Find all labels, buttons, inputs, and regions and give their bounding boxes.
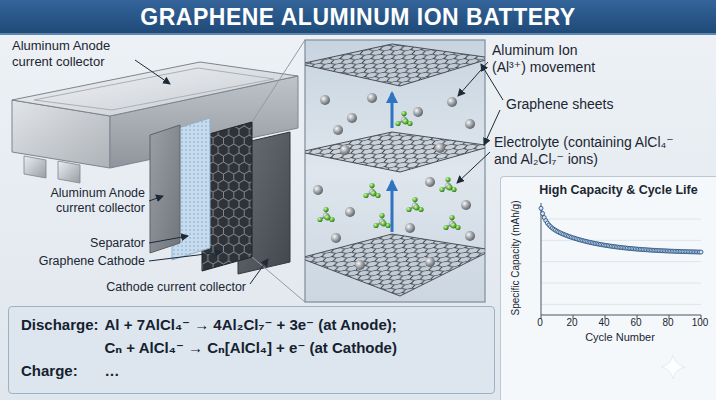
graphene-sheet xyxy=(305,132,485,172)
grid-line xyxy=(541,240,701,241)
data-point xyxy=(539,206,543,210)
graphene-sheet xyxy=(305,132,485,172)
chloroaluminate-ion xyxy=(363,183,380,198)
part-label: Aluminum Anode current collector xyxy=(12,38,130,69)
sparkle-mark xyxy=(661,355,685,379)
aluminum-ion xyxy=(347,113,357,123)
ion-movement-arrow xyxy=(391,181,394,232)
x-axis xyxy=(541,315,701,316)
callout-label: Electrolyte (containing AlCl₄⁻ and Al₂Cl… xyxy=(494,134,684,168)
grid-line xyxy=(541,261,701,262)
aluminum-ion xyxy=(425,257,435,267)
part-label: Aluminum Anode current collector xyxy=(20,186,145,216)
chloroaluminate-ion xyxy=(395,111,412,126)
chloroaluminate-ion xyxy=(439,177,456,192)
data-point xyxy=(699,250,703,254)
equation-panel: Discharge: Al + 7AlCl₄⁻ → 4Al₂Cl₇⁻ + 3e⁻ … xyxy=(8,306,495,394)
aluminum-ion xyxy=(465,231,475,241)
pouch-top xyxy=(12,62,298,116)
aluminum-ion xyxy=(405,223,415,233)
callout-label: Graphene sheets xyxy=(506,96,656,113)
graphene-sheet xyxy=(305,44,485,86)
aluminum-ion xyxy=(461,200,471,210)
tick-label: 0 xyxy=(537,317,543,329)
graphene-sheet xyxy=(305,44,485,86)
graphene-sheet xyxy=(305,234,485,296)
grid-line xyxy=(541,283,701,284)
aluminum-ion xyxy=(331,233,341,243)
chloroaluminate-ion xyxy=(373,213,390,228)
reaction-heading: Discharge: xyxy=(21,316,99,334)
data-point xyxy=(541,212,545,216)
inset-content xyxy=(305,44,485,296)
chart-grid xyxy=(541,219,701,304)
aluminum-ion xyxy=(340,145,350,155)
axis-label: Specific Capacity (mAh/g) xyxy=(510,200,522,315)
capacity-points xyxy=(539,206,703,254)
leader-line xyxy=(135,60,170,84)
leader-line xyxy=(457,152,490,183)
reaction-equation: Cₙ + AlCl₄⁻ → Cₙ[AlCl₄] + e⁻ (at Cathode… xyxy=(105,339,482,357)
capacity-curve xyxy=(541,208,701,252)
ion-movement-arrow xyxy=(391,93,394,128)
diagram-title: GRAPHENE ALUMINUM ION BATTERY xyxy=(140,3,575,31)
title-band: GRAPHENE ALUMINUM ION BATTERY xyxy=(0,0,716,35)
aluminum-ion xyxy=(333,125,343,135)
aluminum-ion xyxy=(345,207,355,217)
tick-label: 80 xyxy=(662,317,673,329)
anode-collector-layer xyxy=(150,125,180,253)
cell-tab xyxy=(24,156,46,178)
aluminum-ion xyxy=(355,260,365,270)
leader-line xyxy=(250,259,268,284)
part-label: Separator xyxy=(20,236,145,251)
chloroaluminate-ion xyxy=(443,215,460,230)
grid-line xyxy=(541,304,701,305)
part-label: Cathode current collector xyxy=(76,280,246,295)
y-axis xyxy=(541,203,542,315)
reaction-heading: Charge: xyxy=(21,362,99,380)
capacity-chart xyxy=(501,177,716,400)
grid-line xyxy=(541,219,701,220)
pouch-rim xyxy=(34,68,274,110)
chart-panel: High Capacity & Cycle Life xyxy=(500,176,716,400)
graphene-sheet xyxy=(305,234,485,296)
leader-line xyxy=(149,196,163,201)
leader-line xyxy=(149,236,188,243)
aluminum-ion xyxy=(435,143,445,153)
chloroaluminate-ion xyxy=(317,207,334,222)
tick-label: 100 xyxy=(692,317,709,329)
zoom-line xyxy=(252,257,305,302)
aluminum-ion xyxy=(320,95,330,105)
leader-line xyxy=(458,62,488,96)
callout-label: Aluminum Ion (Al³⁺) movement xyxy=(492,42,604,76)
x-ticks xyxy=(541,315,701,319)
reaction-equation: … xyxy=(105,362,482,380)
cell-tab xyxy=(58,161,80,183)
aluminum-ion xyxy=(465,119,475,129)
tick-label: 60 xyxy=(630,317,641,329)
aluminum-ion xyxy=(367,93,377,103)
part-label: Graphene Cathode xyxy=(20,254,145,269)
leader-line xyxy=(149,252,222,261)
aluminum-ion xyxy=(425,177,435,187)
zoom-line xyxy=(252,40,305,122)
aluminum-ion xyxy=(413,107,423,117)
tick-label: 40 xyxy=(598,317,609,329)
chloroaluminate-ion xyxy=(406,197,423,212)
axis-label: Cycle Number xyxy=(585,331,655,344)
chart-title: High Capacity & Cycle Life xyxy=(501,177,716,198)
tick-label: 20 xyxy=(566,317,577,329)
aluminum-ion xyxy=(447,97,457,107)
aluminum-ion xyxy=(313,185,323,195)
reaction-equation: Al + 7AlCl₄⁻ → 4Al₂Cl₇⁻ + 3e⁻ (at Anode)… xyxy=(105,316,482,334)
